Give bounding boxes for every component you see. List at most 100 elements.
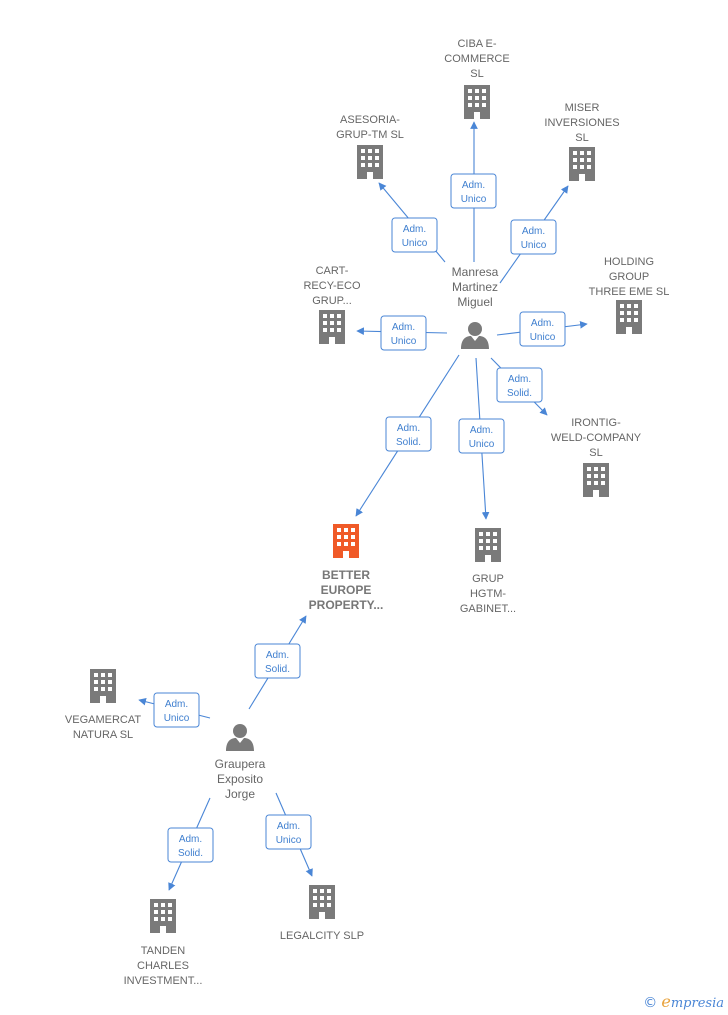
role-badge-text: Adm. [462, 180, 485, 191]
role-badge-manresa-asesoria[interactable]: Adm. Unico [391, 217, 438, 253]
node-label-line: RECY-ECO [303, 280, 360, 292]
node-label-line: HGTM- [470, 588, 506, 600]
role-badge-text: Adm. [397, 423, 420, 434]
node-label-line: Martinez [452, 280, 498, 294]
building-icon [616, 300, 642, 334]
building-icon [309, 885, 335, 919]
node-label-line: CART- [316, 265, 349, 277]
node-label-line: HOLDING [604, 256, 654, 268]
company-node-holding[interactable]: HOLDING GROUP THREE EME SL [589, 256, 670, 334]
node-label-line: Jorge [225, 787, 255, 801]
role-badge-text: Adm. [470, 425, 493, 436]
node-label-line: Exposito [217, 772, 263, 786]
role-badge-manresa-irontig[interactable]: Adm. Solid. [496, 367, 543, 403]
node-label-line: WELD-COMPANY [551, 432, 642, 444]
node-label-line: MISER [565, 102, 600, 114]
brand-initial: e [661, 992, 671, 1011]
role-badge-graupera-tanden[interactable]: Adm. Solid. [167, 827, 214, 863]
node-label-line: IRONTIG- [571, 417, 621, 429]
role-badge-text: Adm. [277, 821, 300, 832]
role-badge-text: Solid. [265, 664, 290, 675]
company-node-irontig[interactable]: IRONTIG- WELD-COMPANY SL [551, 417, 642, 497]
role-badge-text: Unico [521, 240, 547, 251]
brand-name: mpresia [670, 996, 724, 1011]
node-label-line: GRUP... [312, 295, 352, 307]
node-label-line: GRUP [472, 573, 504, 585]
role-badge-manresa-grup[interactable]: Adm. Unico [458, 418, 505, 454]
node-label-line: COMMERCE [444, 53, 509, 65]
role-badge-text: Adm. [508, 374, 531, 385]
node-label-line: TANDEN [141, 945, 185, 957]
role-badge-text: Adm. [266, 650, 289, 661]
node-label-line: PROPERTY... [309, 598, 384, 612]
company-node-ciba[interactable]: CIBA E- COMMERCE SL [444, 38, 510, 119]
building-icon [90, 669, 116, 703]
company-node-grup[interactable]: GRUP HGTM- GABINET... [460, 528, 516, 615]
role-badge-text: Unico [164, 713, 190, 724]
company-node-miser[interactable]: MISER INVERSIONES SL [544, 102, 620, 181]
company-node-asesoria[interactable]: ASESORIA- GRUP-TM SL [336, 114, 404, 179]
role-badge-manresa-better[interactable]: Adm. Solid. [385, 416, 432, 452]
building-icon [357, 145, 383, 179]
node-label-line: CIBA E- [457, 38, 496, 50]
role-badge-text: Unico [402, 238, 428, 249]
person-icon [226, 724, 254, 751]
building-icon [583, 463, 609, 497]
node-label-line: CHARLES [137, 960, 189, 972]
node-label-line: LEGALCITY SLP [280, 930, 364, 942]
role-badge-text: Adm. [165, 699, 188, 710]
role-badge-manresa-miser[interactable]: Adm. Unico [510, 219, 557, 255]
role-badge-text: Unico [469, 439, 495, 450]
node-label-line: VEGAMERCAT [65, 714, 141, 726]
role-badge-text: Adm. [531, 318, 554, 329]
role-badge-manresa-holding[interactable]: Adm. Unico [519, 311, 566, 347]
role-badge-text: Adm. [392, 322, 415, 333]
company-node-legalcity[interactable]: LEGALCITY SLP [280, 885, 364, 942]
building-icon [464, 85, 490, 119]
node-label-line: THREE EME SL [589, 286, 670, 298]
node-label-line: ASESORIA- [340, 114, 400, 126]
empresia-logo: © empresia [643, 992, 724, 1011]
role-badge-manresa-ciba[interactable]: Adm.Unico [450, 173, 497, 209]
copyright-symbol: © [643, 995, 658, 1011]
node-label-line: GRUP-TM SL [336, 129, 404, 141]
node-label-line: Graupera [215, 757, 266, 771]
node-label-line: INVESTMENT... [124, 975, 203, 987]
node-label-line: Miguel [457, 295, 492, 309]
role-badge-text: Adm. [522, 226, 545, 237]
node-label-line: BETTER [322, 568, 370, 582]
company-node-tanden[interactable]: TANDEN CHARLES INVESTMENT... [124, 899, 203, 987]
role-badge-text: Solid. [507, 388, 532, 399]
company-node-better[interactable]: BETTEREUROPEPROPERTY... [309, 524, 384, 612]
role-badge-text: Unico [276, 835, 302, 846]
building-icon [333, 524, 359, 558]
node-label-line: Manresa [452, 265, 499, 279]
role-badge-text: Solid. [396, 437, 421, 448]
node-label-line: NATURA SL [73, 729, 133, 741]
node-label-line: SL [470, 68, 483, 80]
building-icon [569, 147, 595, 181]
building-icon [475, 528, 501, 562]
building-icon [319, 310, 345, 344]
node-label-line: SL [589, 447, 602, 459]
person-icon [461, 322, 489, 349]
role-badge-graupera-vegamercat[interactable]: Adm. Unico [153, 692, 200, 728]
role-badge-text: Solid. [178, 848, 203, 859]
node-label-line: GABINET... [460, 603, 516, 615]
role-badge-graupera-legalcity[interactable]: Adm. Unico [265, 814, 312, 850]
role-badge-manresa-cart[interactable]: Adm. Unico [380, 315, 427, 351]
role-badge-text: Unico [391, 336, 417, 347]
node-label-line: INVERSIONES [544, 117, 619, 129]
company-node-vegamercat[interactable]: VEGAMERCAT NATURA SL [65, 669, 141, 741]
role-badge-graupera-better[interactable]: Adm. Solid. [254, 643, 301, 679]
node-label-line: SL [575, 132, 588, 144]
role-badge-text: Unico [530, 332, 556, 343]
company-node-cart[interactable]: CART- RECY-ECO GRUP... [303, 265, 361, 344]
role-badge-text: Adm. [179, 834, 202, 845]
building-icon [150, 899, 176, 933]
role-badge-text: Adm. [403, 224, 426, 235]
node-label-line: GROUP [609, 271, 649, 283]
